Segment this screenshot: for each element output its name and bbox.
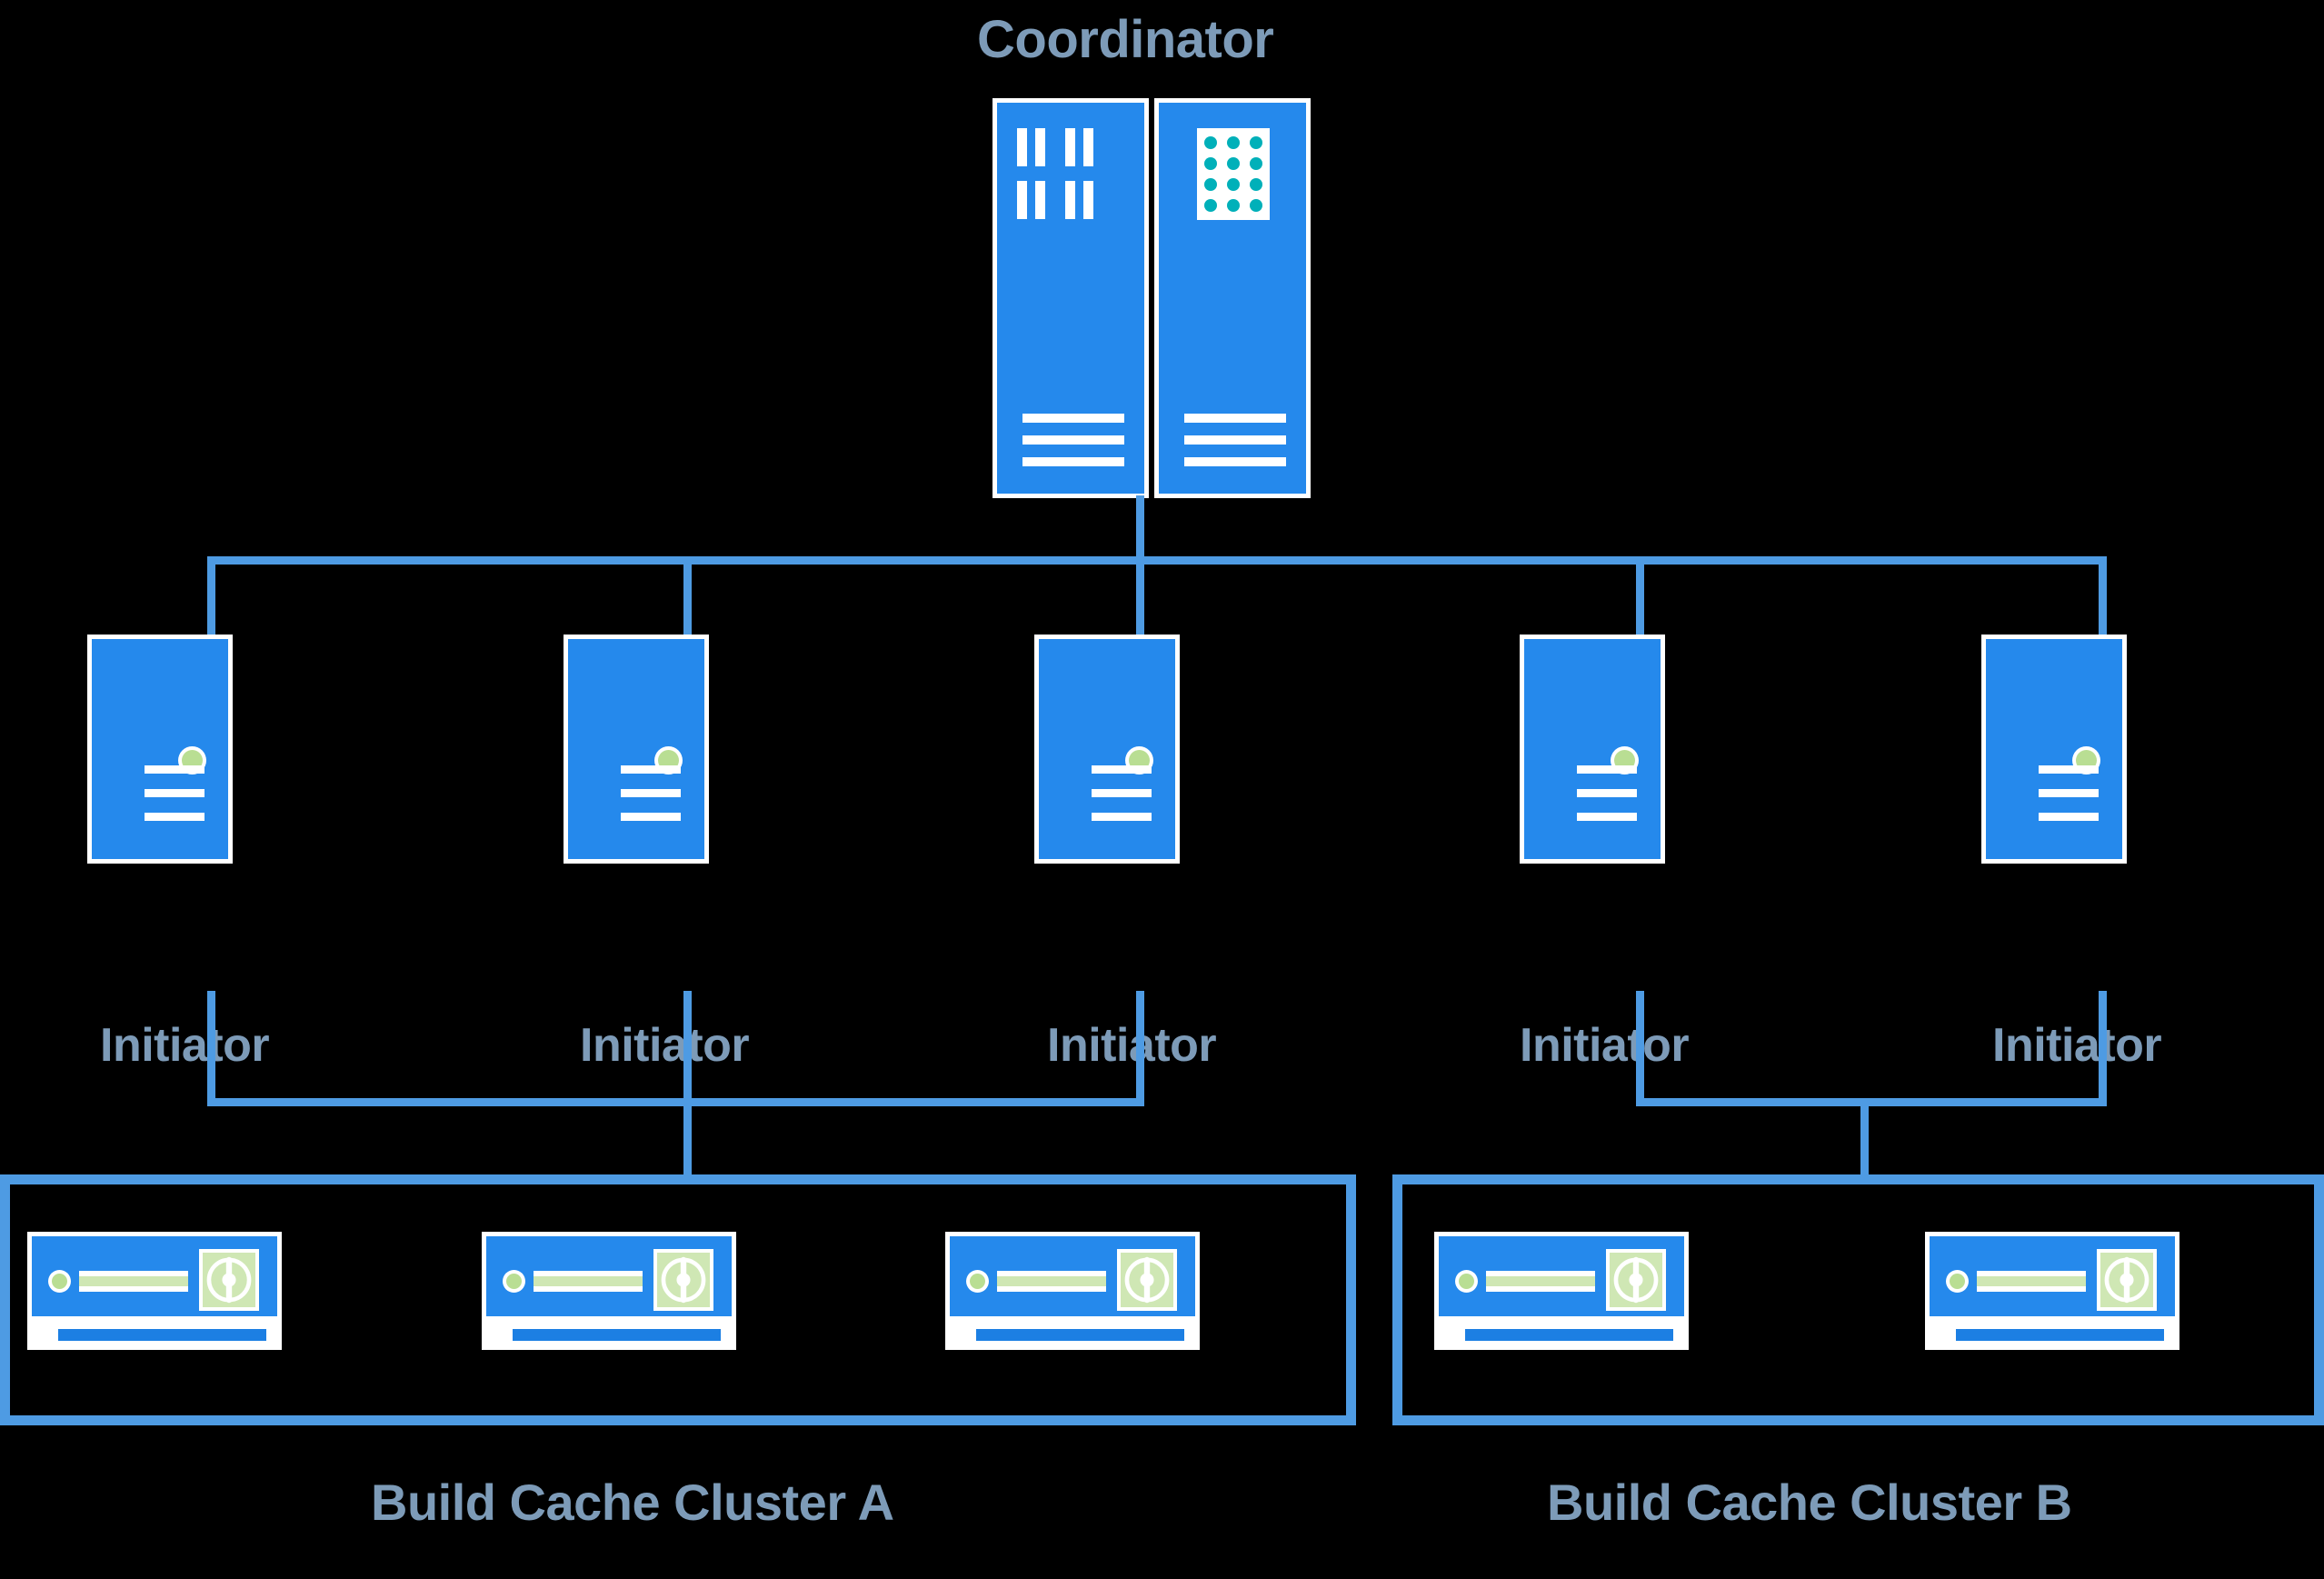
cache-node-b-1[interactable] [1434,1232,1689,1350]
initiator-label-2: Initiator [580,1019,750,1072]
disk-icon [199,1249,259,1311]
connector-cluster-b-drop [1860,1098,1869,1182]
disk-icon [653,1249,713,1311]
panel-vent-lines [145,765,204,821]
cache-node-icon [482,1232,736,1321]
panel-vent-lines [1022,414,1124,466]
disk-icon [2097,1249,2157,1311]
cluster-b-label: Build Cache Cluster B [1547,1474,2072,1531]
initiator-label-3: Initiator [1047,1019,1217,1072]
initiator-server-1[interactable] [87,635,233,864]
cache-node-base [1434,1321,1689,1350]
coordinator-cpu-panel [992,98,1149,498]
build-cache-cluster-a-box[interactable] [0,1174,1356,1425]
status-led-icon [506,1274,522,1289]
disk-icon [1606,1249,1666,1311]
initiator-server-4[interactable] [1520,635,1665,864]
connector-initiator-bus [207,556,2107,565]
cache-progress-bar [534,1271,643,1292]
status-led-icon [52,1274,67,1289]
initiator-server-5[interactable] [1981,635,2127,864]
cache-node-icon [945,1232,1200,1321]
connector-cluster-b-bus [1636,1098,2107,1106]
connector-bus-to-initiator-4 [1636,556,1644,636]
cache-node-base [1925,1321,2179,1350]
connector-initiator-2-down [683,991,692,1104]
cache-progress-bar [79,1271,188,1292]
connector-bus-to-initiator-2 [683,556,692,636]
status-led-icon [970,1274,985,1289]
cache-node-a-2[interactable] [482,1232,736,1350]
panel-vent-lines [1092,765,1152,821]
cache-node-base [27,1321,282,1350]
connector-coordinator-to-bus [1136,495,1144,561]
dot-grid-icon [1197,128,1270,220]
coordinator-storage-panel [1154,98,1311,498]
panel-vent-lines [2039,765,2099,821]
coordinator-label: Coordinator [977,10,1274,69]
coordinator-server-icon[interactable] [992,98,1311,498]
cache-node-a-3[interactable] [945,1232,1200,1350]
panel-vent-lines [1577,765,1637,821]
memory-bars-icon [1017,128,1093,219]
initiator-server-3[interactable] [1034,635,1180,864]
initiator-label-4: Initiator [1520,1019,1690,1072]
connector-initiator-5-down [2099,991,2107,1104]
connector-initiator-1-down [207,991,215,1104]
cache-node-icon [1925,1232,2179,1321]
panel-vent-lines [1184,414,1286,466]
connector-initiator-3-down [1136,991,1144,1104]
connector-bus-to-initiator-3 [1136,556,1144,636]
cache-progress-bar [1977,1271,2086,1292]
panel-vent-lines [621,765,681,821]
cache-progress-bar [997,1271,1106,1292]
cache-node-b-2[interactable] [1925,1232,2179,1350]
build-cache-cluster-b-box[interactable] [1392,1174,2324,1425]
connector-bus-to-initiator-5 [2099,556,2107,636]
initiator-label-5: Initiator [1992,1019,2162,1072]
status-led-icon [1950,1274,1965,1289]
connector-bus-to-initiator-1 [207,556,215,636]
initiator-label-1: Initiator [100,1019,270,1072]
cluster-a-label: Build Cache Cluster A [371,1474,894,1531]
connector-cluster-a-bus [207,1098,1144,1106]
cache-node-a-1[interactable] [27,1232,282,1350]
status-led-icon [1459,1274,1474,1289]
cache-node-icon [27,1232,282,1321]
disk-icon [1117,1249,1177,1311]
cache-node-base [945,1321,1200,1350]
connector-initiator-4-down [1636,991,1644,1104]
cache-node-icon [1434,1232,1689,1321]
initiator-server-2[interactable] [564,635,709,864]
cache-progress-bar [1486,1271,1595,1292]
connector-cluster-a-drop [683,1098,692,1182]
cache-node-base [482,1321,736,1350]
